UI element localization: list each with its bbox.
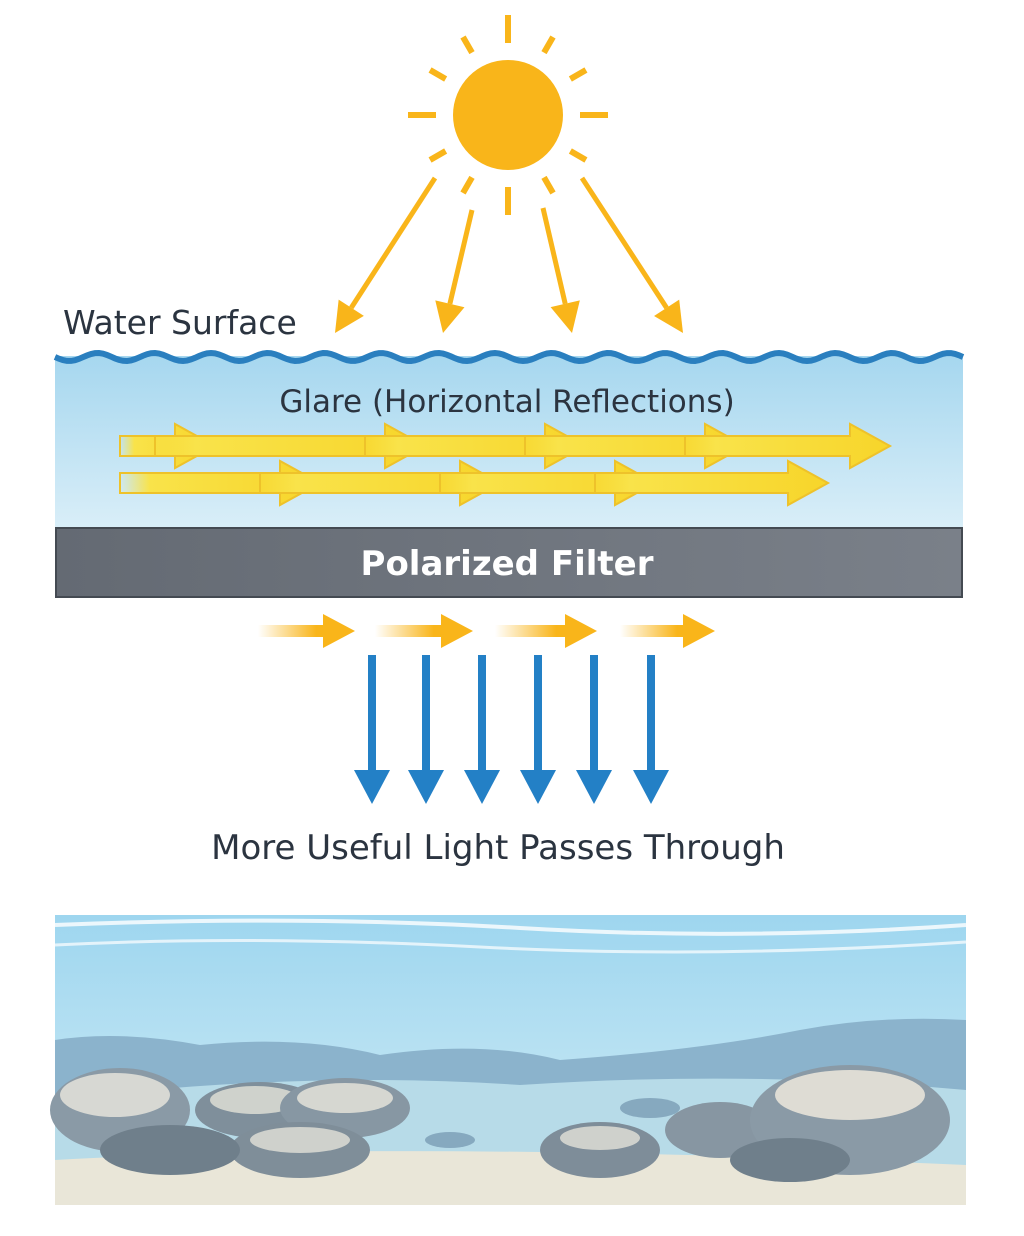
light-arrow-icon [464,655,500,804]
reduced-glare-arrow-icon [495,614,597,648]
sun-ray [428,148,448,163]
water-surface-wave [53,349,965,365]
light-arrow-icon [408,655,444,804]
light-arrow-icon [520,655,556,804]
sun-ray [541,175,556,195]
sunlight-arrow-icon [435,209,475,333]
glare-label: Glare (Horizontal Reflections) [279,384,734,420]
light-arrow-icon [576,655,612,804]
sun-ray [541,35,556,55]
light-arrow-icon [633,655,669,804]
glare-arrows [119,422,893,507]
sunlight-arrow-icon [335,176,438,333]
useful-light-arrows [354,655,669,804]
sun-icon [408,15,608,215]
sun-ray [568,67,588,82]
water-surface-label: Water Surface [63,303,297,342]
sun-ray [428,67,448,82]
sun-ray [568,148,588,163]
sunlight-arrows [335,176,683,333]
reduced-glare-arrow-icon [375,614,473,648]
sunlight-arrow-icon [579,176,683,333]
reduced-glare-arrows [258,614,715,648]
reduced-glare-arrow-icon [258,614,355,648]
underwater-scene [50,915,967,1205]
sun-ray [460,175,475,195]
glare-arrow-icon [684,422,893,470]
light-arrow-icon [354,655,390,804]
glare-arrow-icon [594,459,831,507]
sunlight-arrow-icon [540,207,580,333]
reduced-glare-arrow-icon [620,614,715,648]
sun-ray [460,35,475,55]
polarized-filter [55,527,963,598]
result-label: More Useful Light Passes Through [211,828,785,868]
polarized-filter-label: Polarized Filter [361,544,654,584]
